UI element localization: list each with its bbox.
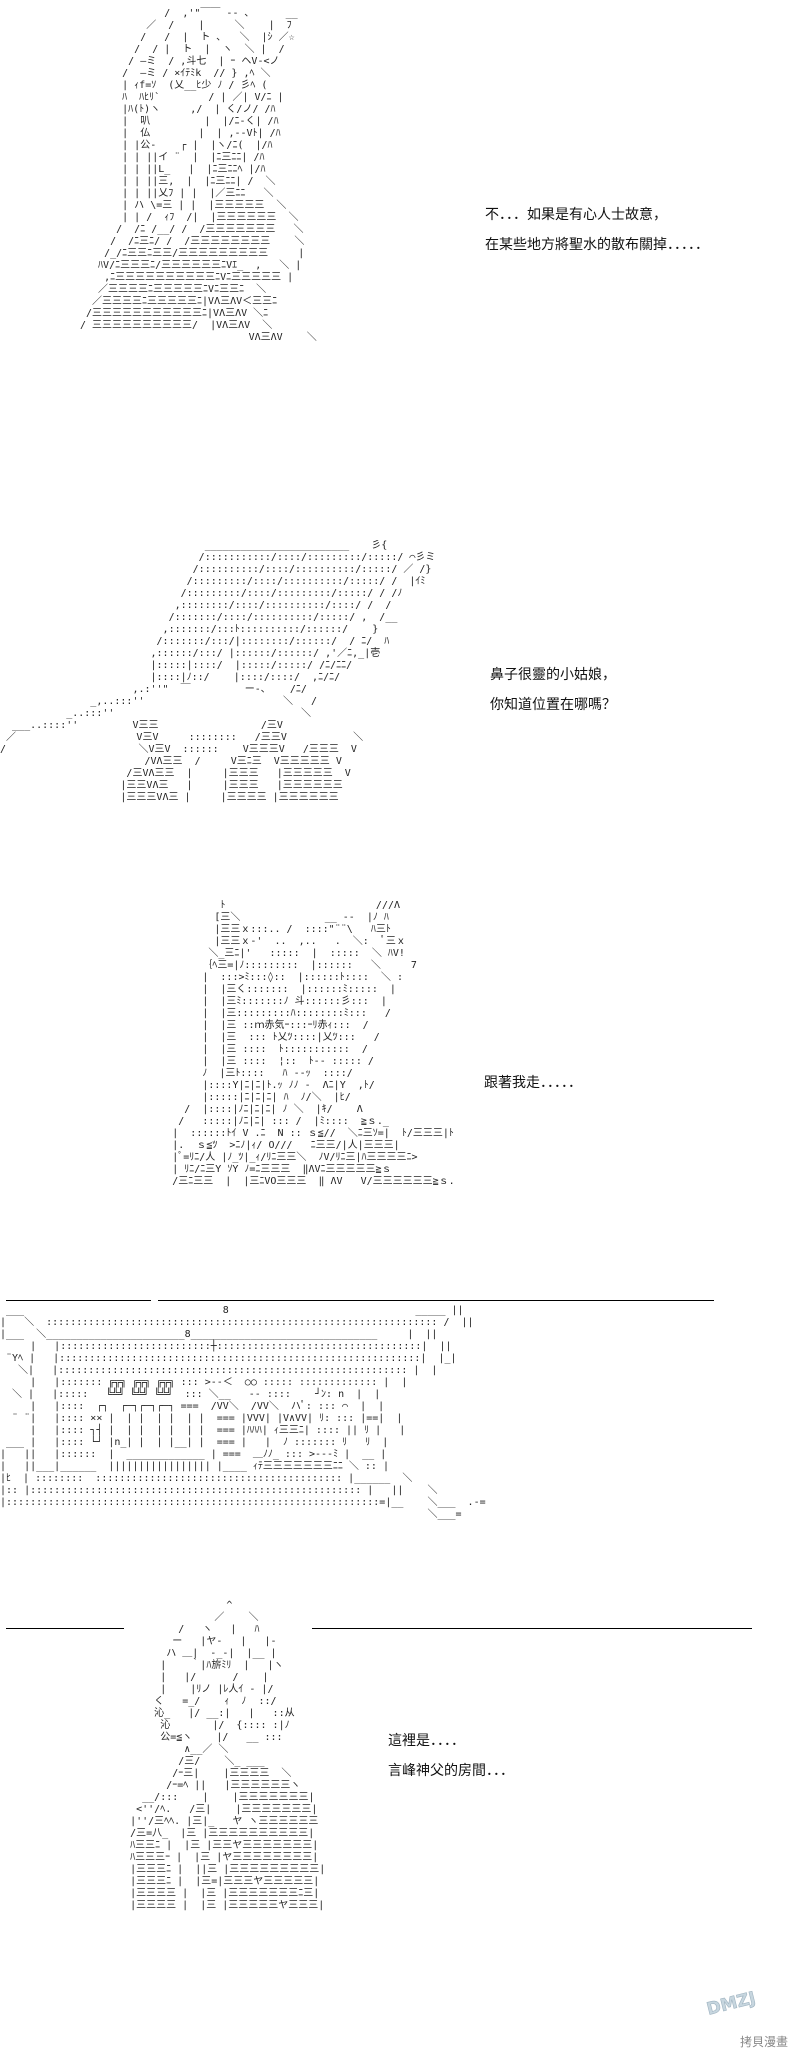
- footer-credit: 拷貝漫畫: [739, 2035, 788, 2049]
- panel-3: ﾄ ///Λ [三＼ __ ‐- |ﾉ ﾊ |三三ｘ:::.. / ::::"¨…: [0, 900, 800, 1290]
- panel-2: ________________________ ￣彡{ /::::::::::…: [0, 540, 800, 880]
- dialog-line: 跟著我走．．．．．: [484, 1075, 582, 1091]
- ascii-art-room-interior: ___ 8 _____ || | ＼ :::::::::::::::::::::…: [0, 1305, 486, 1520]
- panel-divider: [158, 1300, 714, 1301]
- ascii-art-priest: ﾄ ///Λ [三＼ __ ‐- |ﾉ ﾊ |三三ｘ:::.. / ::::"¨…: [172, 900, 455, 1187]
- ascii-art-girl-close-up: ________________________ ￣彡{ /::::::::::…: [0, 540, 436, 803]
- panel-divider: [6, 1300, 151, 1301]
- dialog-line: 鼻子很靈的小姑娘，: [490, 667, 616, 683]
- dialog-line: 言峰神父的房間．．．: [388, 1763, 514, 1779]
- panel-divider: [6, 1628, 124, 1629]
- dialog-box: 不．．．如果是有心人士故意， 在某些地方將聖水的散布關掉．．．．．: [485, 200, 709, 260]
- dialog-box: 鼻子很靈的小姑娘， 你知道位置在哪嗎？: [490, 660, 616, 720]
- ascii-art-long-haired-girl: / ,'"￣￣ ‐- ､ __ ／ / | ＼ | ﾌ / / | ト ､ ＼ …: [80, 8, 317, 343]
- dialog-line: 在某些地方將聖水的散布關掉．．．．．: [485, 237, 709, 253]
- dialog-box: 跟著我走．．．．．: [484, 1068, 582, 1098]
- ascii-art-priest-back: ^ ／ ＼ / ヽ | ﾊ ー |ヤ‐ | |- ハ ＿| ‐_‐| |__ |…: [130, 1600, 326, 1911]
- panel-1: / ,'"￣￣ ‐- ､ __ ／ / | ＼ | ﾌ / / | ト ､ ＼ …: [0, 0, 800, 520]
- panel-4: ___ 8 _____ || | ＼ :::::::::::::::::::::…: [0, 1305, 800, 1623]
- dialog-line: 這裡是．．．．: [388, 1733, 465, 1749]
- dialog-line: 不．．．如果是有心人士故意，: [485, 207, 667, 223]
- dmzj-watermark-logo: DMZJ: [704, 1988, 758, 2020]
- dialog-box: 這裡是．．．． 言峰神父的房間．．．: [388, 1726, 514, 1786]
- panel-5: ^ ／ ＼ / ヽ | ﾊ ー |ヤ‐ | |- ハ ＿| ‐_‐| |__ |…: [0, 1600, 800, 2056]
- watermark-text: DMZJ: [705, 1988, 758, 2019]
- panel-divider: [312, 1628, 752, 1629]
- dialog-line: 你知道位置在哪嗎？: [490, 697, 616, 713]
